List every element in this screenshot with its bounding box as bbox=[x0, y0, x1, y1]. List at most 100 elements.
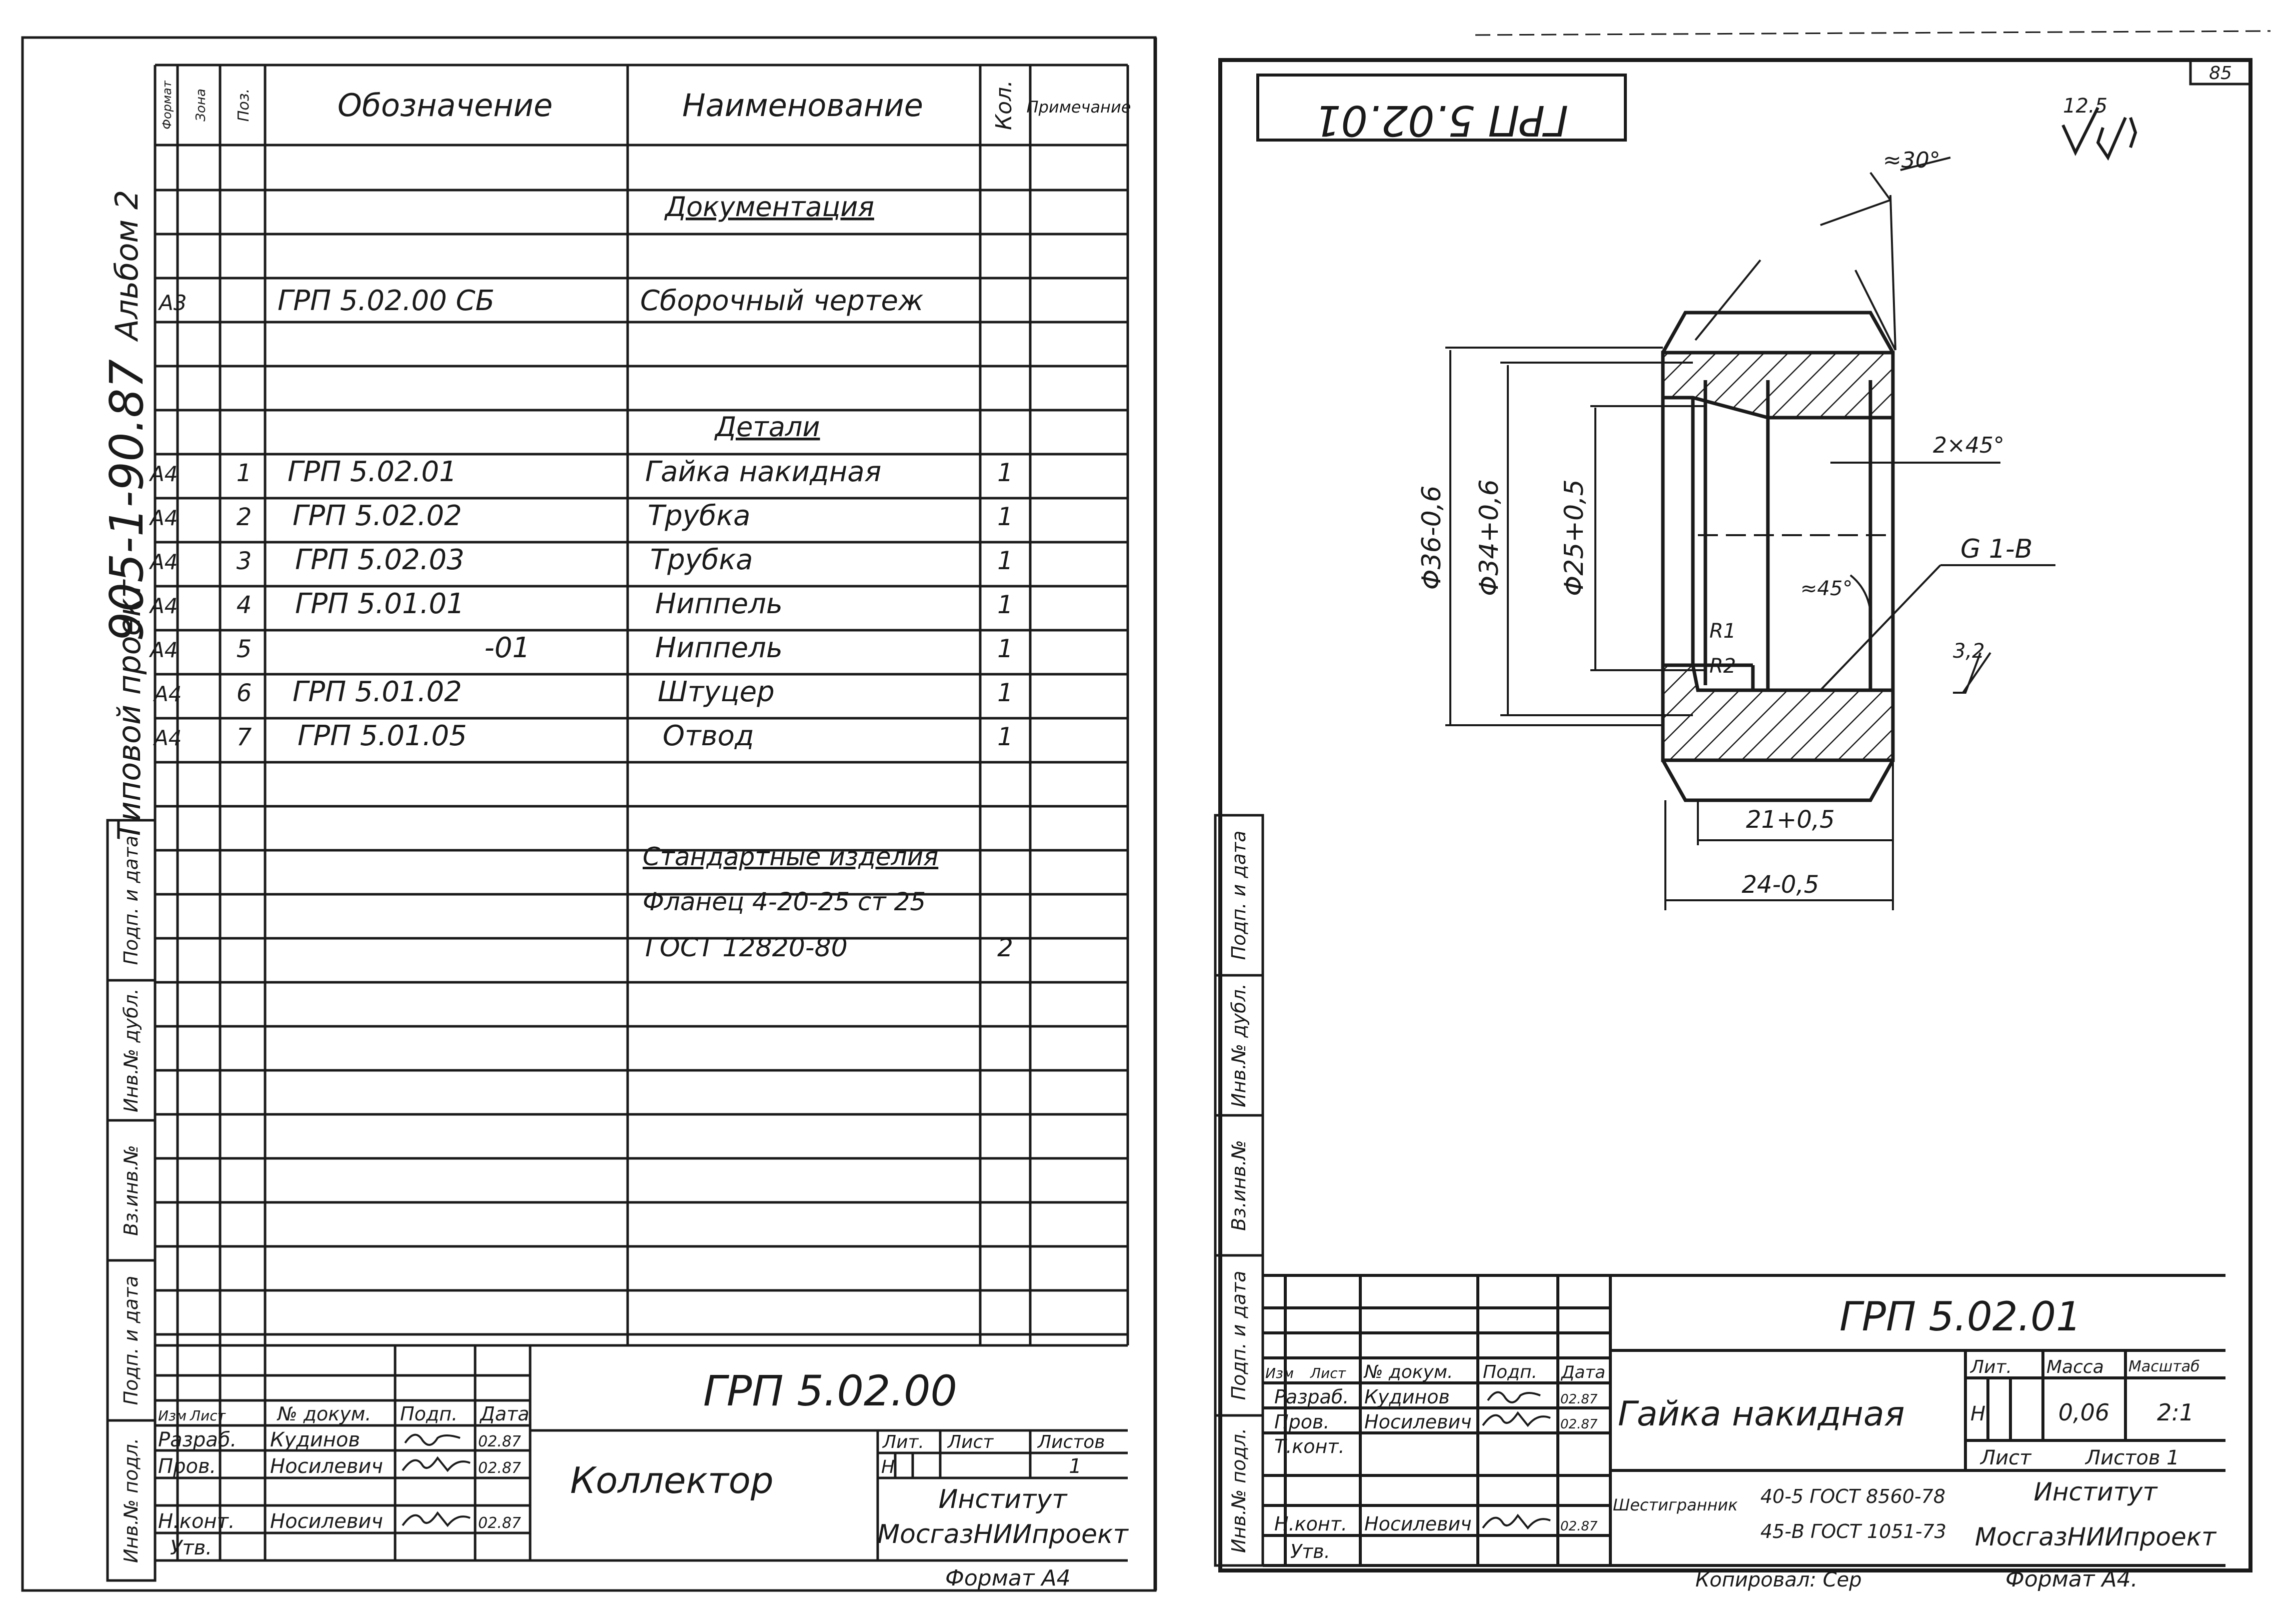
hatch-top bbox=[1661, 351, 1895, 420]
col-date: Дата bbox=[479, 1403, 529, 1425]
header-qty: Кол. bbox=[991, 80, 1017, 130]
roughness-value: 12.5 bbox=[2063, 95, 2107, 118]
date-norm-control: 02.87 bbox=[1560, 1519, 1598, 1534]
cell-pos: 6 bbox=[237, 679, 252, 707]
cell-designation: ГРП 5.02.00 СБ bbox=[278, 285, 495, 317]
cell-designation: ГРП 5.01.01 bbox=[295, 588, 465, 620]
cell-pos: 7 bbox=[237, 723, 252, 751]
name-norm-control: Носилевич bbox=[270, 1510, 383, 1533]
header-designation: Обозначение bbox=[338, 87, 553, 124]
col-sheet: Лист bbox=[1310, 1365, 1346, 1381]
role-norm-control: Н.конт. bbox=[158, 1510, 235, 1533]
role-tech-control: Т.конт. bbox=[1274, 1435, 1345, 1457]
header-zone: Зона bbox=[194, 89, 209, 122]
doc-code: ГРП 5.02.01 bbox=[1839, 1293, 2081, 1340]
signature-developer bbox=[1487, 1391, 1541, 1403]
stamp-inv-dup: Инв.№ дубл. bbox=[1228, 983, 1250, 1107]
right-margin: Подп. и дата Инв.№ дубл. Вз.инв.№ Подп. … bbox=[1214, 814, 1264, 1567]
project-code: 905-1-90.87 bbox=[100, 359, 154, 641]
header-pos: Поз. bbox=[235, 89, 253, 122]
col-sheet: Лист bbox=[190, 1407, 226, 1424]
mass-value: 0,06 bbox=[2058, 1399, 2109, 1426]
material-line2: 45-В ГОСТ 1051-73 bbox=[1760, 1520, 1946, 1542]
cell-format: А4 bbox=[153, 682, 182, 706]
cell-format: А4 bbox=[149, 462, 178, 486]
date-checker: 02.87 bbox=[1560, 1417, 1598, 1432]
header-format: Формат bbox=[160, 80, 174, 129]
cell-qty: 1 bbox=[997, 458, 1013, 487]
cell-name: Штуцер bbox=[658, 676, 775, 708]
header-name: Наименование bbox=[682, 87, 923, 124]
table-row: Стандартные изделия bbox=[643, 842, 938, 871]
cell-designation: ГРП 5.02.03 bbox=[295, 544, 465, 576]
org-line2: МосгазНИИпроект bbox=[1975, 1522, 2217, 1551]
title: Гайка накидная bbox=[1618, 1394, 1905, 1434]
table-row: Документация bbox=[664, 191, 874, 223]
signature-developer bbox=[404, 1433, 461, 1446]
cell-format: А4 bbox=[149, 550, 178, 574]
role-checker: Пров. bbox=[1274, 1411, 1329, 1433]
cell-designation: -01 bbox=[485, 632, 530, 664]
roughness-symbol: 12.5 bbox=[2061, 95, 2137, 161]
role-approver: Утв. bbox=[1290, 1540, 1330, 1562]
stamp-inv-replace: Вз.инв.№ bbox=[1228, 1140, 1250, 1231]
cell-pos: 1 bbox=[237, 459, 252, 487]
stamp-inv-replace: Вз.инв.№ bbox=[120, 1145, 142, 1236]
signature-checker bbox=[1482, 1411, 1551, 1427]
col-sign: Подп. bbox=[400, 1403, 458, 1425]
name-developer: Кудинов bbox=[1364, 1386, 1450, 1408]
name-checker: Носилевич bbox=[1364, 1411, 1472, 1433]
cell-name: Гайка накидная bbox=[645, 456, 881, 488]
dim-inner-length: 21+0,5 bbox=[1746, 806, 1835, 834]
sheet-label: Лист bbox=[1979, 1446, 2032, 1469]
scale-value: 2:1 bbox=[2157, 1399, 2194, 1426]
table-row: А4 3 ГРП 5.02.03 Трубка 1 bbox=[149, 544, 1013, 576]
doc-code: ГРП 5.02.00 bbox=[703, 1366, 957, 1415]
cell-pos: 5 bbox=[237, 635, 252, 663]
dim-radius-2: R2 bbox=[1709, 655, 1736, 678]
stamp-inv-dup: Инв.№ дубл. bbox=[120, 988, 142, 1112]
org-line1: Институт bbox=[939, 1484, 1068, 1514]
col-doc-no: № докум. bbox=[1363, 1362, 1453, 1382]
cell-designation: ГРП 5.02.01 bbox=[288, 456, 457, 488]
name-checker: Носилевич bbox=[270, 1455, 383, 1478]
cell-qty: 1 bbox=[997, 590, 1013, 619]
role-norm-control: Н.конт. bbox=[1274, 1513, 1347, 1535]
sheet-frames bbox=[21, 30, 2271, 1592]
dim-roughness-local: 3,2 bbox=[1953, 640, 1985, 663]
table-row: А4 5 -01 Ниппель 1 bbox=[149, 632, 1013, 664]
org-line1: Институт bbox=[2033, 1477, 2158, 1506]
table-row: А4 1 ГРП 5.02.01 Гайка накидная 1 bbox=[149, 456, 1013, 488]
page-number-box: 85 bbox=[2189, 59, 2252, 86]
col-change: Изм bbox=[1265, 1365, 1294, 1381]
signature-checker bbox=[402, 1456, 471, 1472]
sheets-value: 1 bbox=[1069, 1455, 1081, 1478]
cell-qty: 1 bbox=[997, 678, 1013, 707]
cell-name: Фланец 4-20-25 ст 25 bbox=[643, 887, 926, 916]
cell-format: А4 bbox=[153, 726, 182, 750]
col-sign: Подп. bbox=[1483, 1362, 1537, 1382]
col-change: Изм bbox=[158, 1407, 187, 1424]
cell-name: Сборочный чертеж bbox=[640, 285, 923, 317]
date-norm-control: 02.87 bbox=[478, 1514, 521, 1532]
cell-name: Ниппель bbox=[655, 588, 783, 620]
cell-qty: 2 bbox=[997, 933, 1013, 962]
material-line1: 40-5 ГОСТ 8560-78 bbox=[1760, 1485, 1945, 1507]
stamp-sign-date-bottom: Подп. и дата bbox=[120, 1276, 142, 1405]
cell-format: А4 bbox=[149, 506, 178, 530]
dim-bore-diameter: Φ34+0,6 bbox=[1474, 479, 1504, 596]
table-row: Фланец 4-20-25 ст 25 bbox=[643, 887, 926, 916]
stamp-inv-orig: Инв.№ подл. bbox=[120, 1438, 142, 1563]
lit-label: Лит. bbox=[882, 1432, 924, 1452]
sheets-label: Листов 1 bbox=[2084, 1446, 2179, 1469]
material-label: Шестигранник bbox=[1613, 1495, 1738, 1514]
cell-format: А3 bbox=[158, 291, 187, 315]
project-type: Типовой проект bbox=[111, 579, 148, 841]
cell-designation: ГРП 5.01.05 bbox=[298, 720, 467, 752]
cell-name: Ниппель bbox=[655, 632, 783, 664]
title: Коллектор bbox=[570, 1459, 774, 1501]
album-label: Альбом 2 bbox=[109, 190, 145, 343]
signature-norm-control bbox=[402, 1511, 471, 1527]
col-date: Дата bbox=[1560, 1362, 1605, 1382]
date-developer: 02.87 bbox=[1560, 1392, 1598, 1407]
